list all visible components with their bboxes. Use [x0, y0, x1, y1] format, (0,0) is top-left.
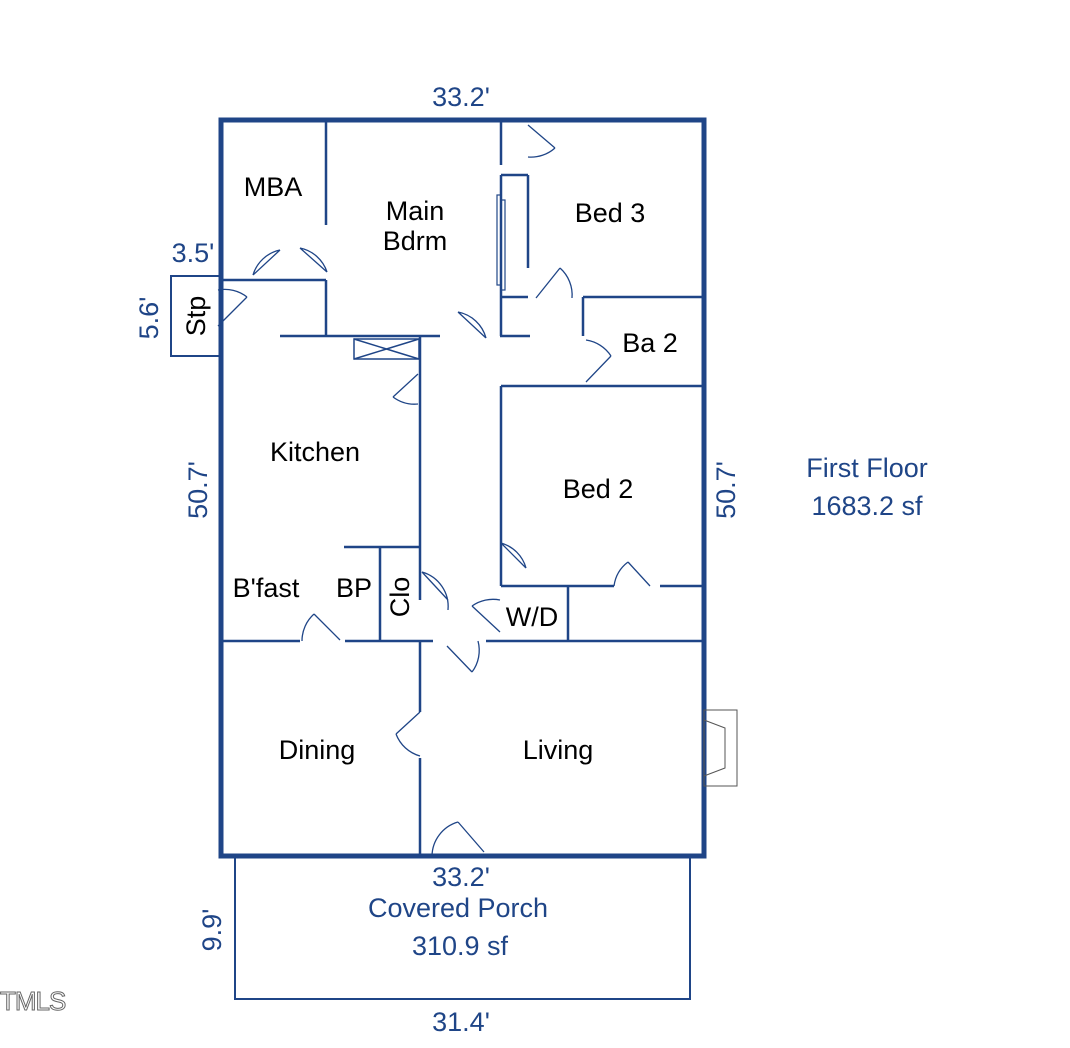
room-label-bp: BP	[336, 573, 372, 603]
room-label-main-bdrm-line2: Bdrm	[383, 226, 448, 256]
exterior-walls	[218, 117, 707, 859]
porch-area: 310.9 sf	[412, 931, 509, 961]
linen-closet-box	[353, 338, 420, 360]
room-label-wd: W/D	[506, 602, 558, 632]
room-label-kitchen: Kitchen	[270, 437, 360, 467]
porch-outline	[234, 856, 691, 1000]
watermark: TMLS	[0, 986, 66, 1016]
fireplace	[703, 709, 738, 787]
room-label-living: Living	[523, 735, 594, 765]
floor-name: First Floor	[806, 453, 928, 483]
porch-name: Covered Porch	[368, 893, 548, 923]
room-label-stp: Stp	[181, 296, 211, 337]
interior-walls	[221, 120, 704, 856]
room-label-dining: Dining	[279, 735, 356, 765]
dimension-top-width: 33.2'	[432, 82, 490, 112]
dimension-left-height: 50.7'	[183, 461, 213, 519]
dimension-stoop-depth: 5.6'	[134, 297, 164, 340]
room-label-bfast: B'fast	[233, 573, 300, 603]
room-label-bed3: Bed 3	[575, 198, 646, 228]
room-label-clo: Clo	[385, 577, 415, 618]
floor-area: 1683.2 sf	[811, 491, 923, 521]
stoop	[170, 275, 222, 357]
dimension-bottom-width: 33.2'	[432, 862, 490, 892]
closet-sliding-door	[496, 194, 506, 291]
room-label-ba2: Ba 2	[622, 328, 678, 358]
dimension-stoop-width: 3.5'	[172, 238, 215, 268]
dimension-porch-width: 31.4'	[432, 1007, 490, 1037]
room-label-mba: MBA	[244, 172, 303, 202]
room-label-main-bdrm-line1: Main	[386, 196, 445, 226]
dimension-porch-depth: 9.9'	[197, 909, 227, 952]
dimension-right-height: 50.7'	[711, 461, 741, 519]
doors	[217, 124, 651, 857]
room-label-bed2: Bed 2	[563, 474, 634, 504]
